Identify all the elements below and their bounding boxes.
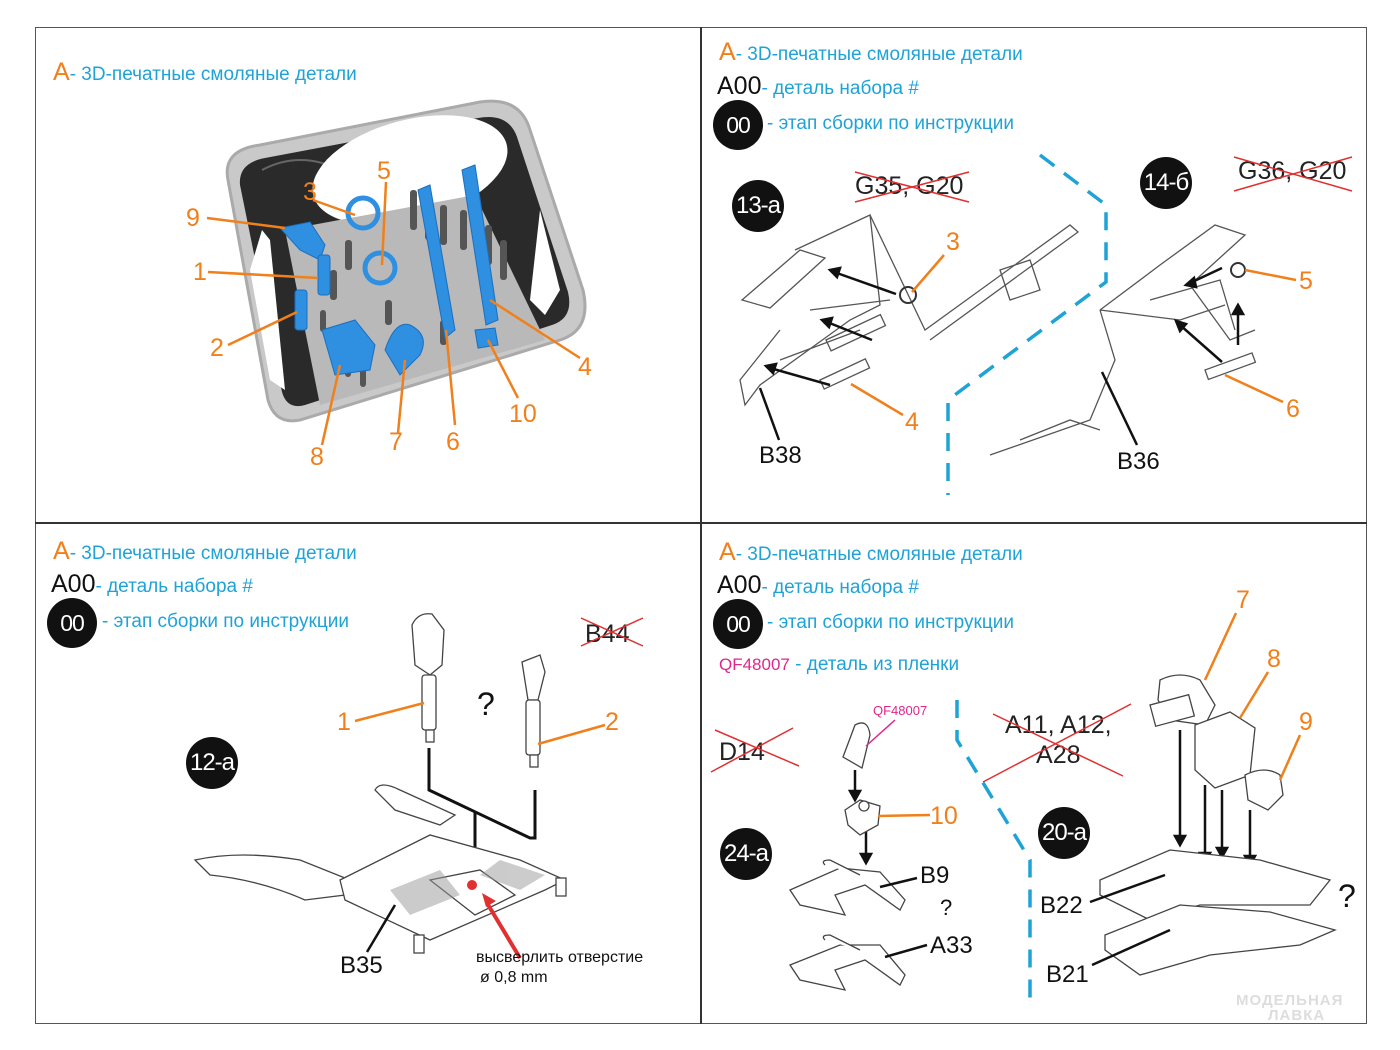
callout-9: 9 [186,204,200,232]
legend-resin: А- 3D-печатные смоляные детали [719,38,1023,67]
legend-resin: А- 3D-печатные смоляные детали [53,58,357,87]
question-mark: ? [477,686,495,722]
replaced-parts-b44: B44 [580,617,644,649]
part-label-b36: B36 [1117,448,1160,475]
callout-5: 5 [1299,267,1313,295]
legend-part-code: А00- деталь набора # [717,571,919,600]
legend-part-code-text: - деталь набора # [761,78,919,99]
legend-resin: А- 3D-печатные смоляные детали [719,538,1023,567]
callout-10: 10 [930,802,958,830]
replaced-parts-g35-g20: G35, G20 [854,171,970,203]
legend-resin-key: А [53,58,70,86]
part-label-b22: B22 [1040,892,1083,919]
callout-7: 7 [389,428,403,456]
callout-6: 6 [1286,395,1300,423]
step-badge-12a: 12-а [186,737,238,789]
part-label-b9: B9 [920,862,950,889]
part-label-a33: A33 [930,932,973,959]
legend-film-text: - деталь из пленки [789,654,960,675]
legend-part-code: А00- деталь набора # [717,72,919,101]
legend-part-code-text: - деталь набора # [761,577,919,598]
legend-part-code-key: А00 [717,571,762,599]
legend-part-code-key: А00 [717,72,762,100]
legend-step-text: - этап сборки по инструкции [102,611,349,632]
legend-step-badge: 00 [47,598,97,648]
watermark: МОДЕЛЬНАЯ ЛАВКА [1236,993,1343,1023]
callout-6: 6 [446,428,460,456]
legend-resin-key: А [719,538,736,566]
replaced-parts-g36-g20: G36, G20 [1233,156,1353,192]
cross-out-mark [1233,156,1353,192]
legend-part-code-text: - деталь набора # [95,576,253,597]
callout-3: 3 [303,178,317,206]
callout-4: 4 [905,408,919,436]
cross-out-mark [982,703,1132,783]
step-badge-14b: 14-б [1140,157,1192,209]
step-badge-13a: 13-а [732,180,784,232]
legend-step-badge: 00 [713,599,763,649]
legend-part-code: А00- деталь набора # [51,570,253,599]
part-label-b38: B38 [759,442,802,469]
callout-2: 2 [605,708,619,736]
replaced-parts-d14: D14 [710,727,800,773]
callout-3: 3 [946,228,960,256]
step-badge-20a: 20-а [1038,807,1090,859]
drill-size: ø 0,8 mm [480,969,548,986]
steps-13-14-illustration [739,153,1297,495]
cross-out-mark [580,617,644,647]
legend-resin: А- 3D-печатные смоляные детали [53,537,357,566]
legend-resin-text: - 3D-печатные смоляные детали [735,44,1023,65]
legend-step-text: - этап сборки по инструкции [767,113,1014,134]
callout-8: 8 [310,443,324,471]
legend-resin-text: - 3D-печатные смоляные детали [69,64,357,85]
callout-1: 1 [337,708,351,736]
step-12a-illustration [193,613,606,960]
watermark-line2: ЛАВКА [1268,1007,1326,1024]
callout-7: 7 [1236,586,1250,614]
callout-5: 5 [377,157,391,185]
replaced-parts-text: G36, G20 [1238,157,1347,185]
film-part-label: QF48007 [873,703,928,718]
replaced-parts-text-line1: A11, A12, [1005,711,1112,739]
legend-part-code-key: А00 [51,570,96,598]
callout-1: 1 [193,258,207,286]
question-mark: ? [1338,878,1356,914]
step-badge-24a: 24-а [720,828,772,880]
replaced-parts-text: D14 [719,738,765,766]
legend-resin-key: А [719,38,736,66]
drill-note-text: высверлить отверстие [476,949,644,966]
legend-step-badge: 00 [713,100,763,150]
legend-resin-text: - 3D-печатные смоляные детали [735,544,1023,565]
callout-4: 4 [578,353,592,381]
cross-out-mark [854,171,970,203]
vertical-divider [700,27,702,1024]
part-label-b21: B21 [1046,961,1089,988]
callout-9: 9 [1299,708,1313,736]
drill-note: высверлить отверстие ø 0,8 mm [476,948,643,988]
callout-8: 8 [1267,645,1281,673]
horizontal-divider [35,522,1367,524]
question-mark: ? [940,895,953,920]
callout-10: 10 [509,400,537,428]
replaced-parts-a11-a12-a28: A11, A12, A28 [982,703,1132,783]
parts-tray-illustration [206,99,587,446]
legend-resin-text: - 3D-печатные смоляные детали [69,543,357,564]
watermark-line1: МОДЕЛЬНАЯ [1236,992,1344,1009]
part-label-b35: B35 [340,952,383,979]
legend-film: QF48007 - деталь из пленки [719,654,959,676]
legend-step-text: - этап сборки по инструкции [767,612,1014,633]
callout-2: 2 [210,334,224,362]
legend-resin-key: А [53,537,70,565]
legend-film-key: QF48007 [719,655,790,674]
cross-out-mark [710,727,800,773]
